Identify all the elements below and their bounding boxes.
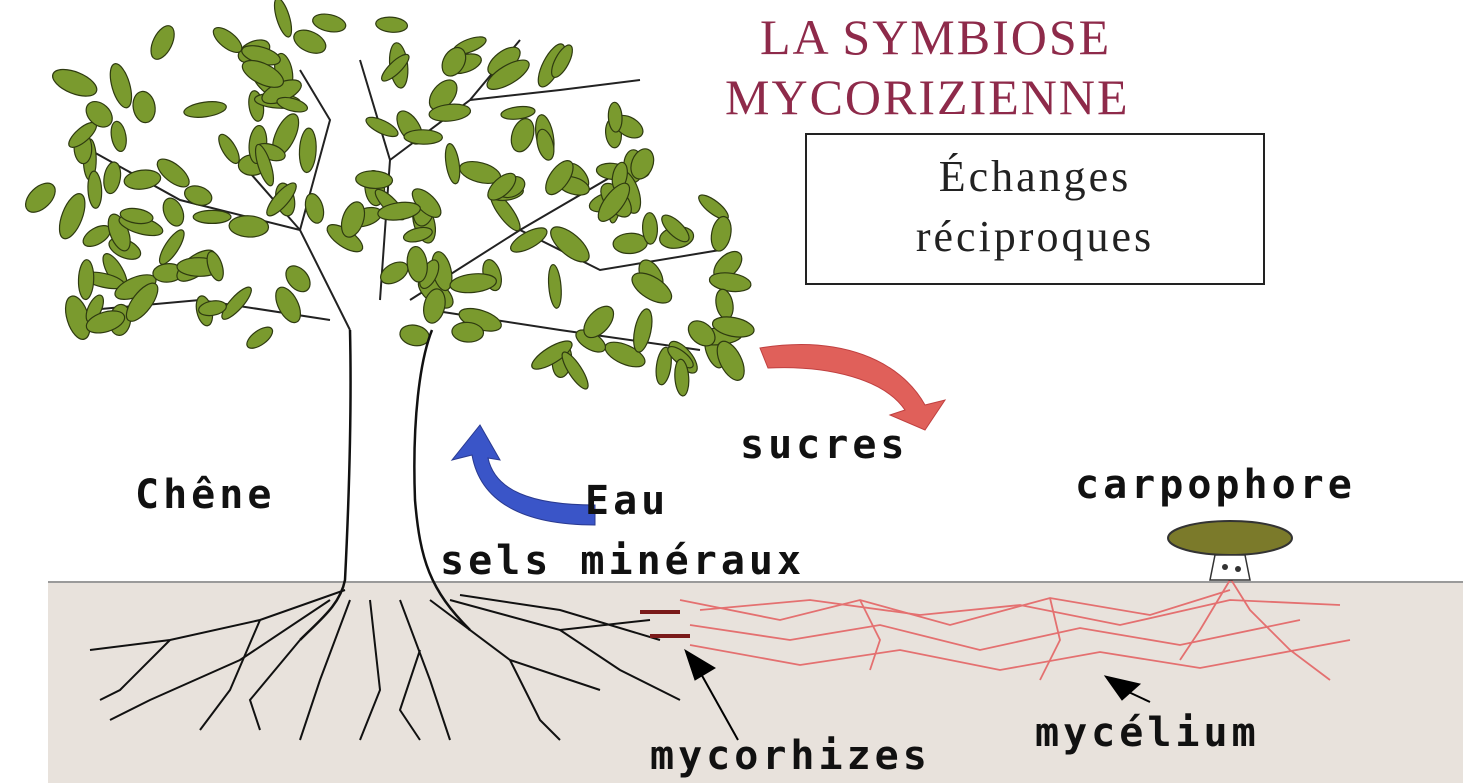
title-line-2: MYCORIZIENNE	[725, 68, 1130, 126]
oak-leaf	[507, 116, 538, 155]
oak-leaf	[545, 221, 595, 268]
oak-leaf	[271, 0, 295, 39]
oak-leaf	[209, 23, 246, 57]
title-line-1: LA SYMBIOSE	[760, 8, 1111, 66]
oak-leaf	[131, 90, 158, 125]
mushroom-icon	[1168, 521, 1292, 580]
fruiting-body-label: carpophore	[1075, 462, 1356, 508]
oak-leaf	[630, 307, 655, 353]
oak-leaf	[355, 170, 393, 189]
oak-leaf	[229, 215, 269, 238]
oak-leaf	[500, 105, 535, 121]
water-label: Eau	[585, 478, 669, 524]
oak-leaf	[109, 120, 128, 152]
mycorrhizae-label: mycorhizes	[650, 733, 931, 779]
oak-leaf	[243, 323, 276, 352]
oak-leaf	[375, 16, 408, 34]
oak-leaf	[78, 259, 95, 299]
oak-leaf	[102, 161, 123, 195]
oak-leaf	[106, 61, 136, 110]
oak-leaf	[449, 272, 497, 295]
sugars-label: sucres	[740, 422, 909, 468]
exchange-box-line-1: Échanges	[807, 147, 1263, 207]
oak-leaf	[405, 245, 429, 283]
oak-leaf	[87, 171, 103, 209]
exchange-box: Échanges réciproques	[805, 133, 1265, 285]
mycelium-label: mycélium	[1035, 710, 1260, 756]
oak-leaf	[443, 143, 462, 185]
oak-leaf	[54, 190, 90, 242]
oak-leaf	[153, 154, 194, 192]
sugar-arrow-icon	[760, 345, 945, 430]
oak-leaf	[193, 210, 231, 223]
oak-leaf	[547, 264, 563, 309]
oak-leaf	[613, 232, 648, 254]
tree-label: Chêne	[135, 472, 275, 518]
oak-leaf	[20, 178, 60, 218]
oak-leaf	[709, 215, 734, 253]
oak-leaf	[642, 212, 658, 244]
oak-leaf	[311, 11, 347, 34]
oak-leaf	[49, 64, 100, 102]
oak-leaf	[708, 270, 752, 294]
exchange-box-line-2: réciproques	[807, 207, 1263, 267]
oak-leaf	[298, 128, 317, 173]
minerals-label: sels minéraux	[440, 538, 805, 584]
oak-leaf	[215, 131, 243, 166]
water-arrow-icon	[452, 425, 595, 525]
oak-leaf	[302, 192, 326, 226]
tree-foliage	[20, 0, 756, 396]
oak-leaf	[183, 99, 227, 119]
oak-leaf	[713, 288, 735, 321]
oak-leaf	[404, 129, 443, 144]
oak-leaf	[146, 22, 179, 63]
